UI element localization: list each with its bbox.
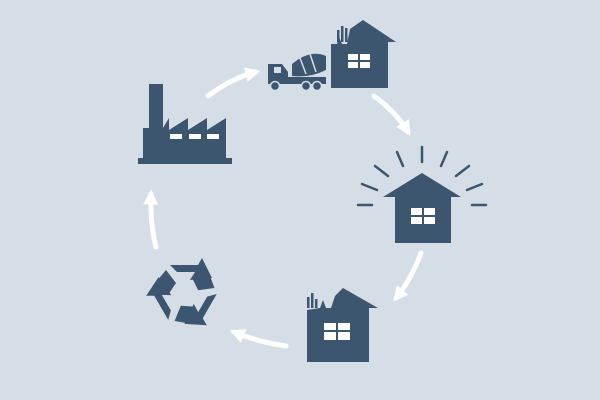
demolished-house-icon (307, 288, 378, 362)
house-under-construction-icon (331, 20, 396, 88)
arrow-recycle-to-factory (143, 189, 159, 250)
concrete-mixer-truck-icon (268, 53, 326, 92)
arrow-finished-to-demolished-house (393, 250, 424, 302)
arrow-factory-to-truck (205, 67, 261, 99)
factory-icon (138, 84, 232, 164)
recycle-icon (146, 258, 217, 326)
arrow-construction-to-finished-house (371, 93, 411, 136)
finished-house-icon (356, 145, 488, 243)
arrow-demolished-house-to-recycle (229, 329, 289, 349)
